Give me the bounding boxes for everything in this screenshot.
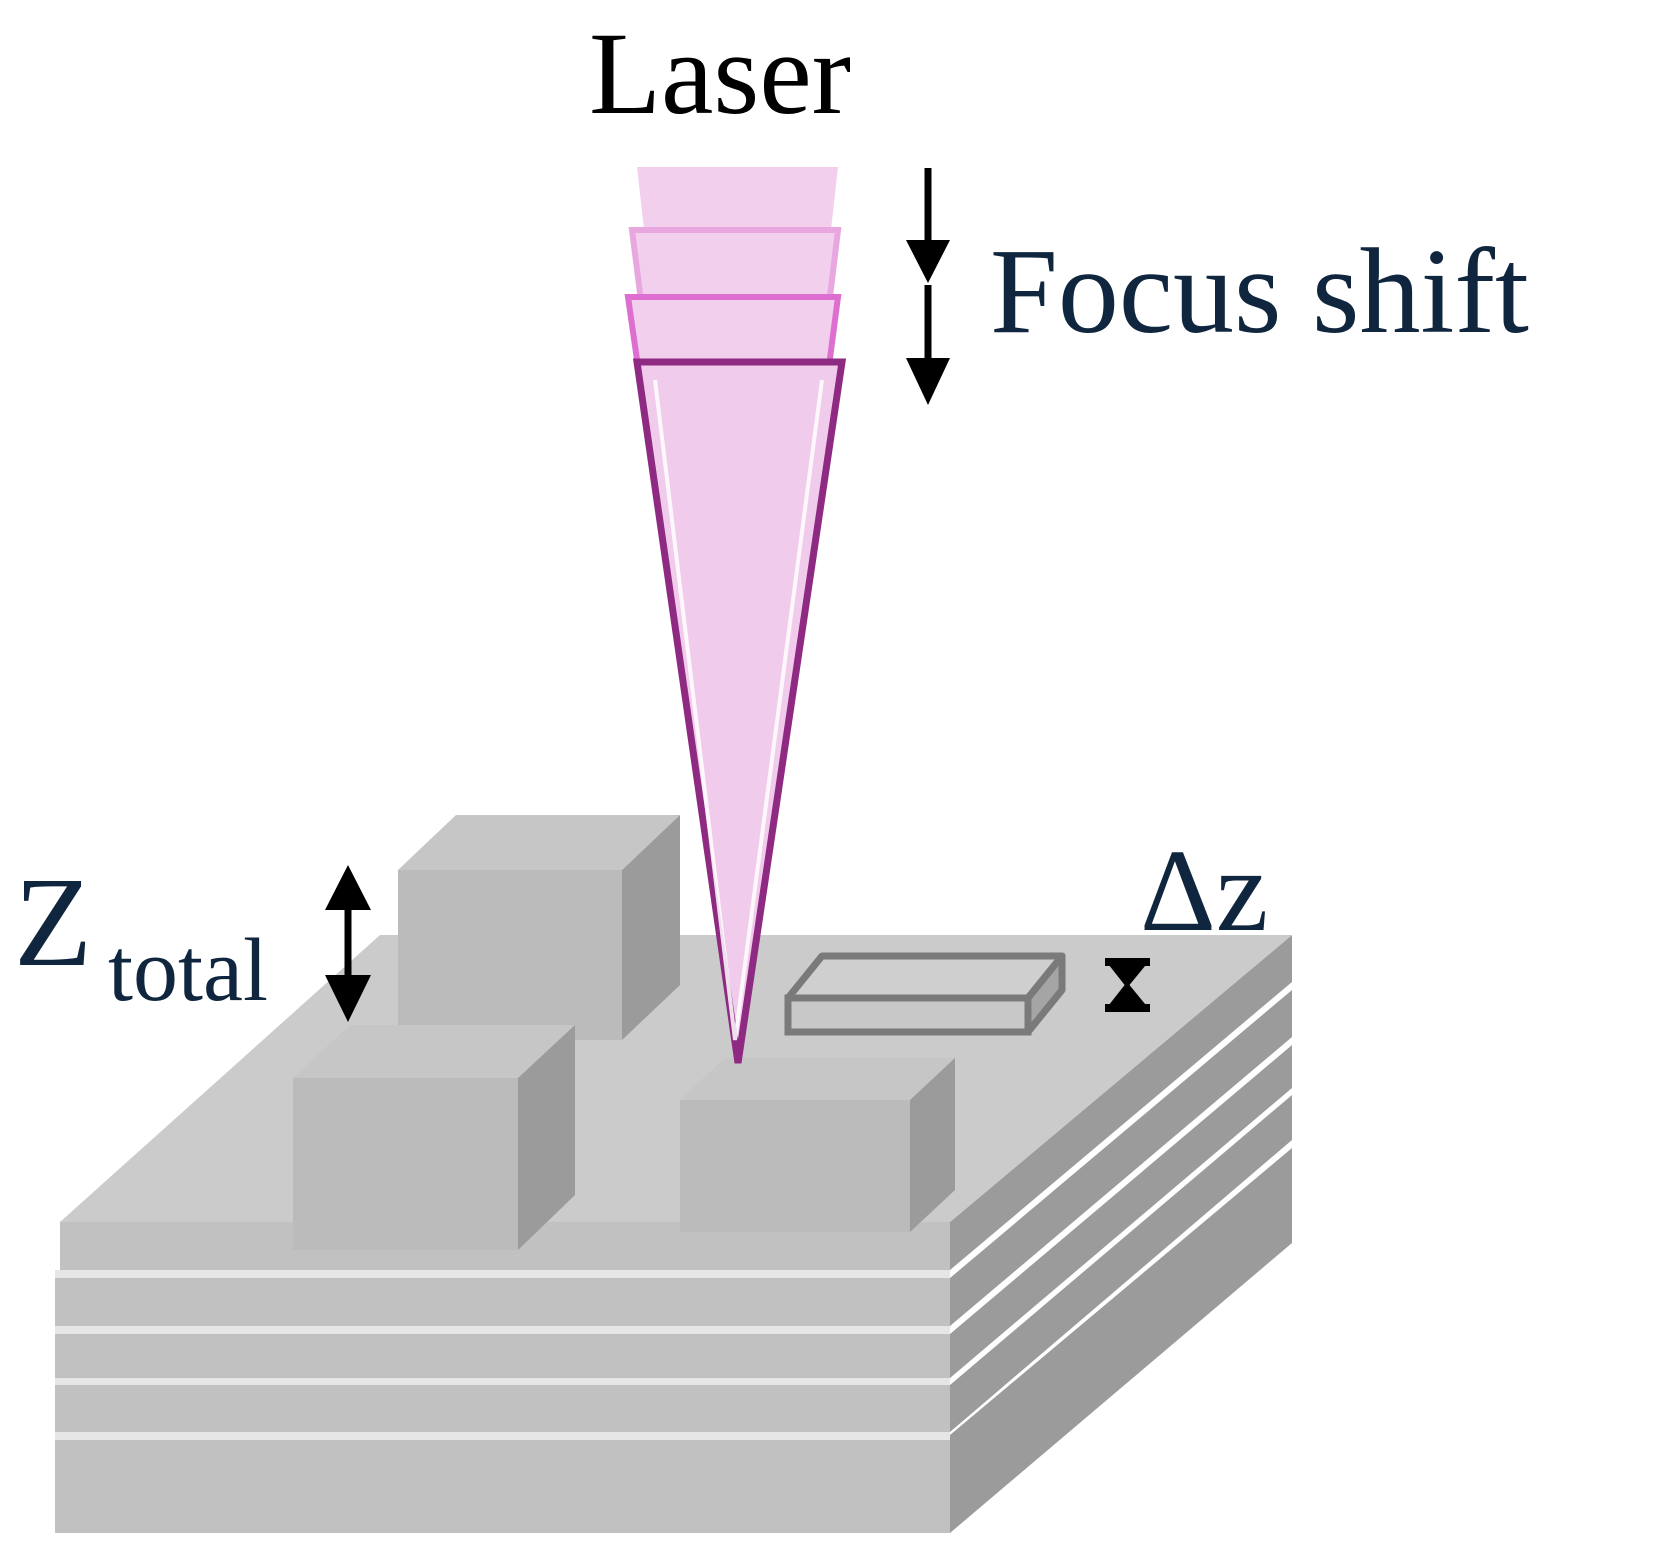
layer-gap-4 (55, 1432, 950, 1440)
block-front-right-side (910, 1058, 955, 1232)
label-z-total-sub: total (108, 921, 268, 1020)
block-front-right-top (680, 1058, 955, 1100)
z-total-arrow (325, 865, 371, 1022)
layer-4-side (950, 1095, 1292, 1432)
focus-shift-arrows (906, 168, 950, 405)
delta-z-marker-bar-bottom (1105, 1004, 1150, 1012)
layer-3-side (950, 1045, 1292, 1378)
z-total-arrow-head-up (325, 865, 371, 910)
laser-beam (624, 167, 847, 1064)
delta-z-marker-bar-top (1105, 958, 1150, 966)
block-front-right-front (680, 1100, 910, 1232)
layer-1-side (950, 935, 1292, 1270)
layer-slab (784, 952, 1066, 1036)
beam-outline-3 (632, 358, 847, 1064)
beam-inner-line (653, 379, 824, 1041)
delta-z-marker-top (1105, 960, 1150, 988)
block-front-left-top (293, 1025, 575, 1078)
layer-slab-side (1024, 952, 1066, 1036)
layer-stack (55, 935, 1292, 1533)
layer-slab-front (784, 994, 1032, 1036)
layer-2-front (55, 1278, 950, 1326)
focus-arrow-2-head (906, 358, 950, 405)
label-focus-shift: Focus shift (990, 224, 1529, 359)
layer-3-front (55, 1334, 950, 1378)
block-front-right (680, 1058, 955, 1232)
block-back-left-side (622, 815, 680, 1040)
label-delta-z: Δz (1140, 825, 1268, 956)
block-front-left-front (293, 1078, 518, 1250)
block-back-left (398, 815, 680, 1040)
layer-gap-3 (55, 1378, 950, 1385)
block-front-left (293, 1025, 575, 1250)
label-laser: Laser (589, 8, 851, 139)
label-z-total: Z total (14, 851, 268, 1020)
layer-gap-1 (55, 1270, 950, 1278)
layer-gap-2 (55, 1326, 950, 1334)
z-total-arrow-head-down (325, 975, 371, 1022)
layer-4-front (55, 1385, 950, 1432)
layer-2-side (950, 990, 1292, 1326)
delta-z-marker (1105, 958, 1150, 1012)
block-back-left-front (398, 870, 622, 1040)
layer-5-side (950, 1148, 1292, 1533)
label-z-total-main: Z (14, 851, 92, 993)
block-front-left-side (518, 1025, 575, 1250)
layer-slab-top (784, 952, 1066, 1002)
layer-5-front (55, 1440, 950, 1533)
focus-arrow-1-head (906, 240, 950, 283)
block-back-left-top (398, 815, 680, 870)
delta-z-marker-bottom (1105, 982, 1150, 1010)
